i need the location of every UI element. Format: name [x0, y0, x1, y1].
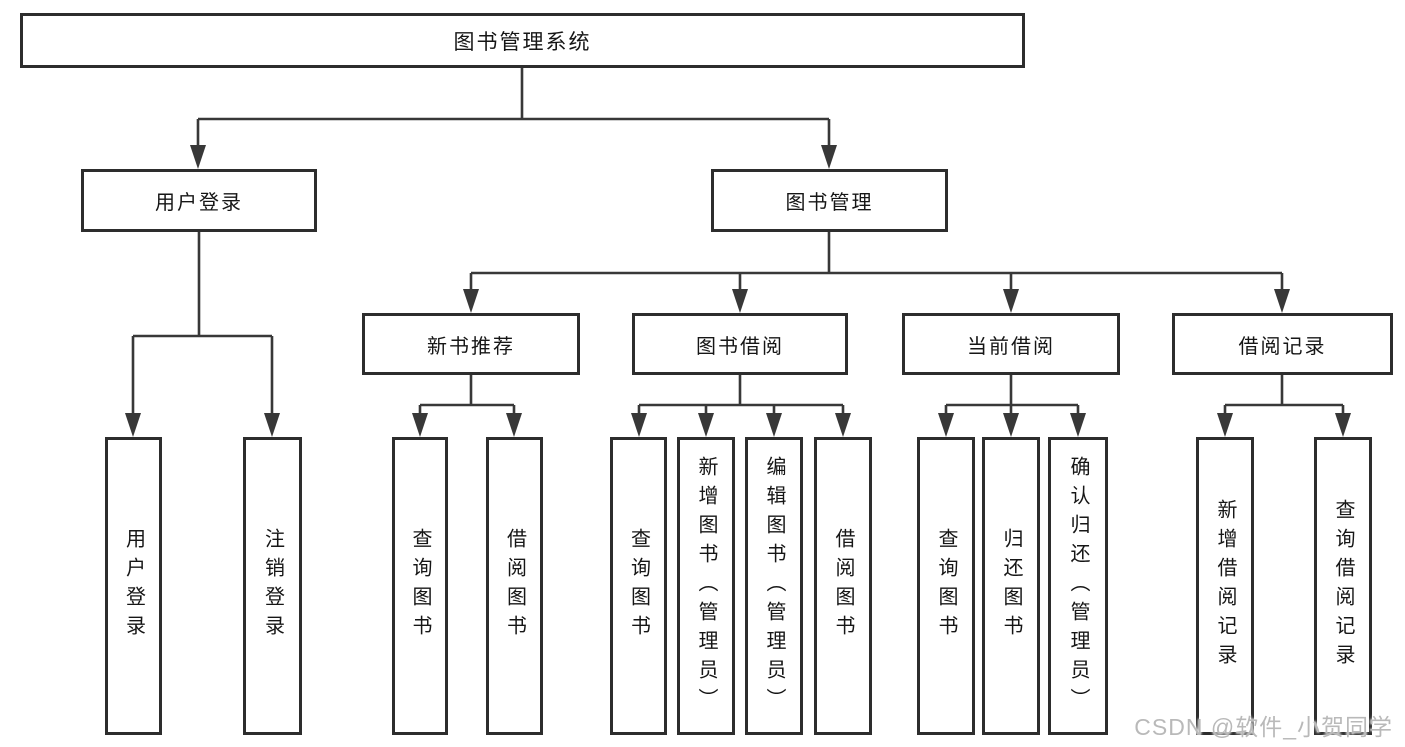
- connector-book-borrow-children: [631, 375, 851, 437]
- node-book-borrow: 图书借阅: [632, 313, 848, 375]
- connector-borrow-records-children: [1217, 375, 1351, 437]
- node-leaf-query-books-2: 查询图书: [610, 437, 667, 735]
- node-leaf-edit-books-admin: 编辑图书（管理员）: [745, 437, 803, 735]
- node-leaf-query-borrow-record: 查询借阅记录: [1314, 437, 1372, 735]
- node-user-login: 用户登录: [81, 169, 317, 232]
- node-leaf-add-books-admin: 新增图书（管理员）: [677, 437, 735, 735]
- node-leaf-borrow-books-2: 借阅图书: [814, 437, 872, 735]
- connector-user-login-children: [125, 232, 280, 437]
- connector-current-borrow-children: [938, 375, 1086, 437]
- node-leaf-query-books-3: 查询图书: [917, 437, 975, 735]
- csdn-watermark: CSDN @软件_小贺同学: [1134, 714, 1393, 740]
- node-leaf-add-borrow-record: 新增借阅记录: [1196, 437, 1254, 735]
- node-leaf-user-login: 用户登录: [105, 437, 162, 735]
- node-leaf-query-books-1: 查询图书: [392, 437, 448, 735]
- connector-book-management-children: [463, 232, 1290, 313]
- node-root-system: 图书管理系统: [20, 13, 1025, 68]
- node-new-book-recommend: 新书推荐: [362, 313, 580, 375]
- node-book-management: 图书管理: [711, 169, 948, 232]
- node-leaf-return-books: 归还图书: [982, 437, 1040, 735]
- node-borrow-records: 借阅记录: [1172, 313, 1393, 375]
- node-leaf-logout: 注销登录: [243, 437, 302, 735]
- connector-new-book-recommend-children: [412, 375, 522, 437]
- node-current-borrow: 当前借阅: [902, 313, 1120, 375]
- node-leaf-borrow-books-1: 借阅图书: [486, 437, 543, 735]
- connector-root-to-level2: [190, 68, 837, 169]
- node-leaf-confirm-return-admin: 确认归还（管理员）: [1048, 437, 1108, 735]
